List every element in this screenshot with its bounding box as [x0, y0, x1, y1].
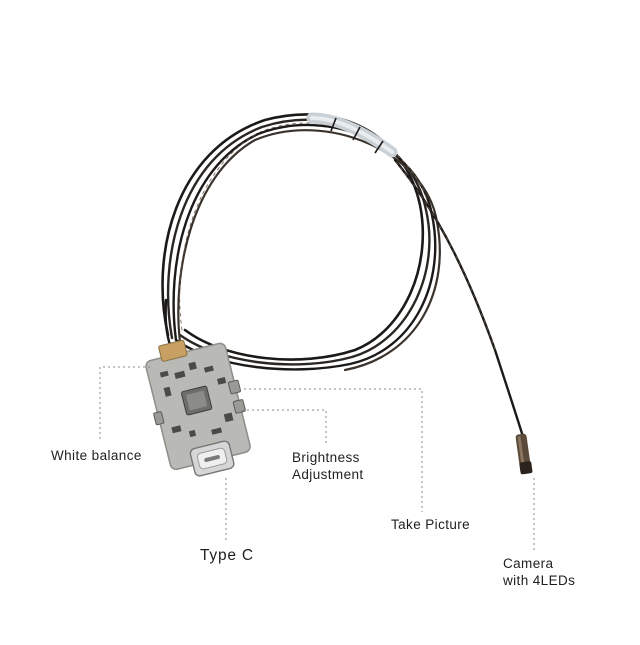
label-camera-line1: Camera	[503, 556, 554, 571]
cable-tape	[306, 112, 398, 158]
label-take-picture: Take Picture	[391, 517, 471, 532]
label-white-balance: White balance	[51, 448, 142, 463]
label-brightness-line2: Adjustment	[292, 467, 364, 482]
cable-lead	[164, 298, 172, 347]
label-camera-line2: with 4LEDs	[503, 573, 576, 588]
label-type-c: Type C	[200, 547, 254, 564]
label-brightness-line1: Brightness	[292, 450, 360, 465]
cable-tail	[393, 158, 526, 442]
cable-loop-4	[177, 129, 441, 372]
control-board	[145, 339, 251, 477]
callout-lines	[99, 366, 535, 550]
callout-white-balance	[99, 366, 150, 440]
cable-coil	[161, 113, 526, 442]
cable-highlight	[179, 122, 431, 331]
camera-head	[515, 433, 533, 475]
label-camera-with-leds: Camera with 4LEDs	[503, 555, 575, 589]
label-brightness-adjustment: Brightness Adjustment	[292, 449, 364, 483]
cable-tail-highlight	[395, 161, 497, 353]
callout-take-picture	[234, 388, 423, 512]
cable-loop-1	[161, 113, 425, 361]
callout-brightness	[242, 409, 327, 445]
